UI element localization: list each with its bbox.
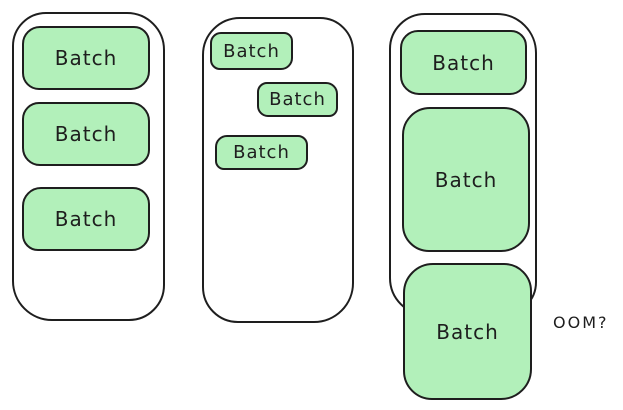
batch-box: Batch [257,82,338,117]
batch-label: Batch [432,50,495,75]
batch-box-overflowing: Batch [403,263,532,400]
batch-box: Batch [22,26,150,90]
batch-box: Batch [210,32,293,70]
batch-label: Batch [54,207,118,231]
batch-label: Batch [436,319,499,344]
container-2: Batch Batch Batch [202,17,354,323]
batch-label: Batch [223,40,280,62]
batch-box: Batch [215,135,308,170]
container-1: Batch Batch Batch [12,12,165,321]
batch-box: Batch [22,102,150,166]
batch-box: Batch [402,107,530,252]
batch-label: Batch [233,142,290,163]
oom-annotation: OOM? [553,313,609,332]
batch-label: Batch [434,167,498,192]
container-3: Batch Batch Batch [389,13,537,400]
batch-label: Batch [54,122,118,146]
batch-label: Batch [269,89,326,110]
batch-label: Batch [54,46,118,70]
batch-box: Batch [400,30,527,95]
batch-box: Batch [22,187,150,251]
